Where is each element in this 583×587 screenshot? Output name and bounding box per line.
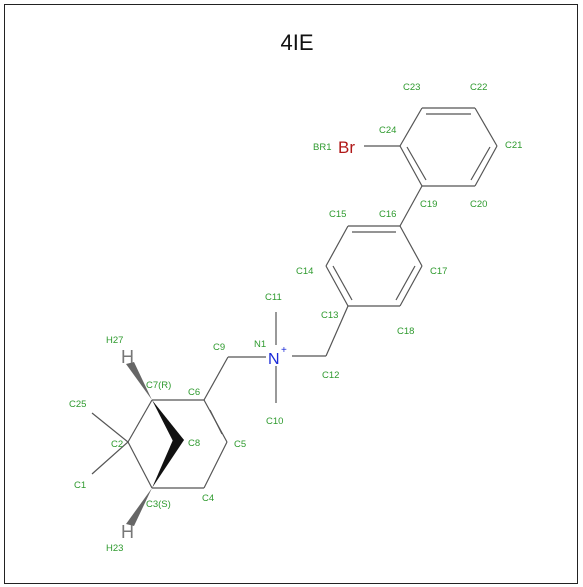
atom-labels: BR1 C23 C22 C24 C21 C19 C20 C15 C16 C14 … bbox=[69, 82, 522, 554]
bond-c9-c6 bbox=[203, 356, 229, 401]
label-c10: C10 bbox=[266, 416, 283, 427]
atoms: Br N + H H bbox=[121, 138, 355, 542]
label-c2: C2 bbox=[111, 439, 123, 450]
label-c23: C23 bbox=[403, 82, 420, 93]
label-c9: C9 bbox=[213, 342, 225, 353]
bond-c22-c21 bbox=[474, 107, 498, 147]
wedge-c7-h27 bbox=[126, 362, 152, 400]
label-c14: C14 bbox=[296, 266, 313, 277]
label-c19: C19 bbox=[420, 199, 437, 210]
wedge-c3-h23 bbox=[126, 488, 152, 526]
label-c11: C11 bbox=[265, 292, 282, 303]
bromine-atom: Br bbox=[338, 138, 355, 157]
wedge-c3-c8 bbox=[152, 433, 184, 488]
bond-c2-c25 bbox=[91, 412, 129, 443]
label-c25: C25 bbox=[69, 399, 86, 410]
diagram-frame bbox=[4, 4, 578, 584]
bond-c21-c20-inner bbox=[470, 146, 491, 181]
label-c8: C8 bbox=[188, 438, 200, 449]
bond-c2-c3 bbox=[127, 441, 153, 489]
label-c4: C4 bbox=[202, 493, 214, 504]
bond-c6-c5-inner bbox=[209, 409, 223, 435]
diagram-title: 4IE bbox=[280, 30, 313, 55]
bond-c13-c12 bbox=[325, 305, 349, 357]
label-c1: C1 bbox=[74, 480, 86, 491]
bond-c13-c14 bbox=[325, 265, 349, 307]
bond-c14-c15 bbox=[325, 225, 349, 267]
bond-c7-c2 bbox=[127, 399, 153, 443]
bond-c5-c4 bbox=[203, 441, 228, 489]
label-br1: BR1 bbox=[313, 142, 331, 153]
label-h23: H23 bbox=[106, 543, 123, 554]
bond-c17-c18 bbox=[399, 265, 423, 307]
label-c6: C6 bbox=[188, 387, 200, 398]
label-c20: C20 bbox=[470, 199, 487, 210]
label-c24: C24 bbox=[379, 125, 396, 136]
label-c18: C18 bbox=[397, 326, 414, 337]
label-c12: C12 bbox=[322, 370, 339, 381]
label-c16: C16 bbox=[379, 209, 396, 220]
bond-c24-c23 bbox=[399, 107, 423, 147]
bond-c17-c18-inner bbox=[395, 265, 416, 301]
bond-c19-c16 bbox=[399, 185, 423, 227]
bond-c2-c1 bbox=[91, 441, 129, 475]
label-c7: C7(R) bbox=[146, 380, 171, 391]
bond-c13-c14-inner bbox=[332, 265, 353, 301]
bonds bbox=[91, 107, 498, 526]
bond-c16-c17 bbox=[399, 225, 423, 267]
hydrogen-atom-bottom: H bbox=[121, 522, 134, 542]
bond-c21-c20 bbox=[474, 145, 498, 187]
label-n1: N1 bbox=[254, 339, 266, 350]
bond-c19-c24 bbox=[399, 145, 423, 187]
label-c17: C17 bbox=[430, 266, 447, 277]
nitrogen-atom: N bbox=[268, 351, 280, 368]
hydrogen-atom-top: H bbox=[121, 347, 134, 367]
label-c22: C22 bbox=[470, 82, 487, 93]
label-c21: C21 bbox=[505, 140, 522, 151]
bond-c19-c24-inner bbox=[406, 146, 427, 181]
label-c13: C13 bbox=[321, 310, 338, 321]
label-h27: H27 bbox=[106, 335, 123, 346]
nitrogen-charge: + bbox=[281, 345, 287, 356]
label-c3: C3(S) bbox=[146, 499, 171, 510]
label-c15: C15 bbox=[329, 209, 346, 220]
label-c5: C5 bbox=[234, 439, 246, 450]
